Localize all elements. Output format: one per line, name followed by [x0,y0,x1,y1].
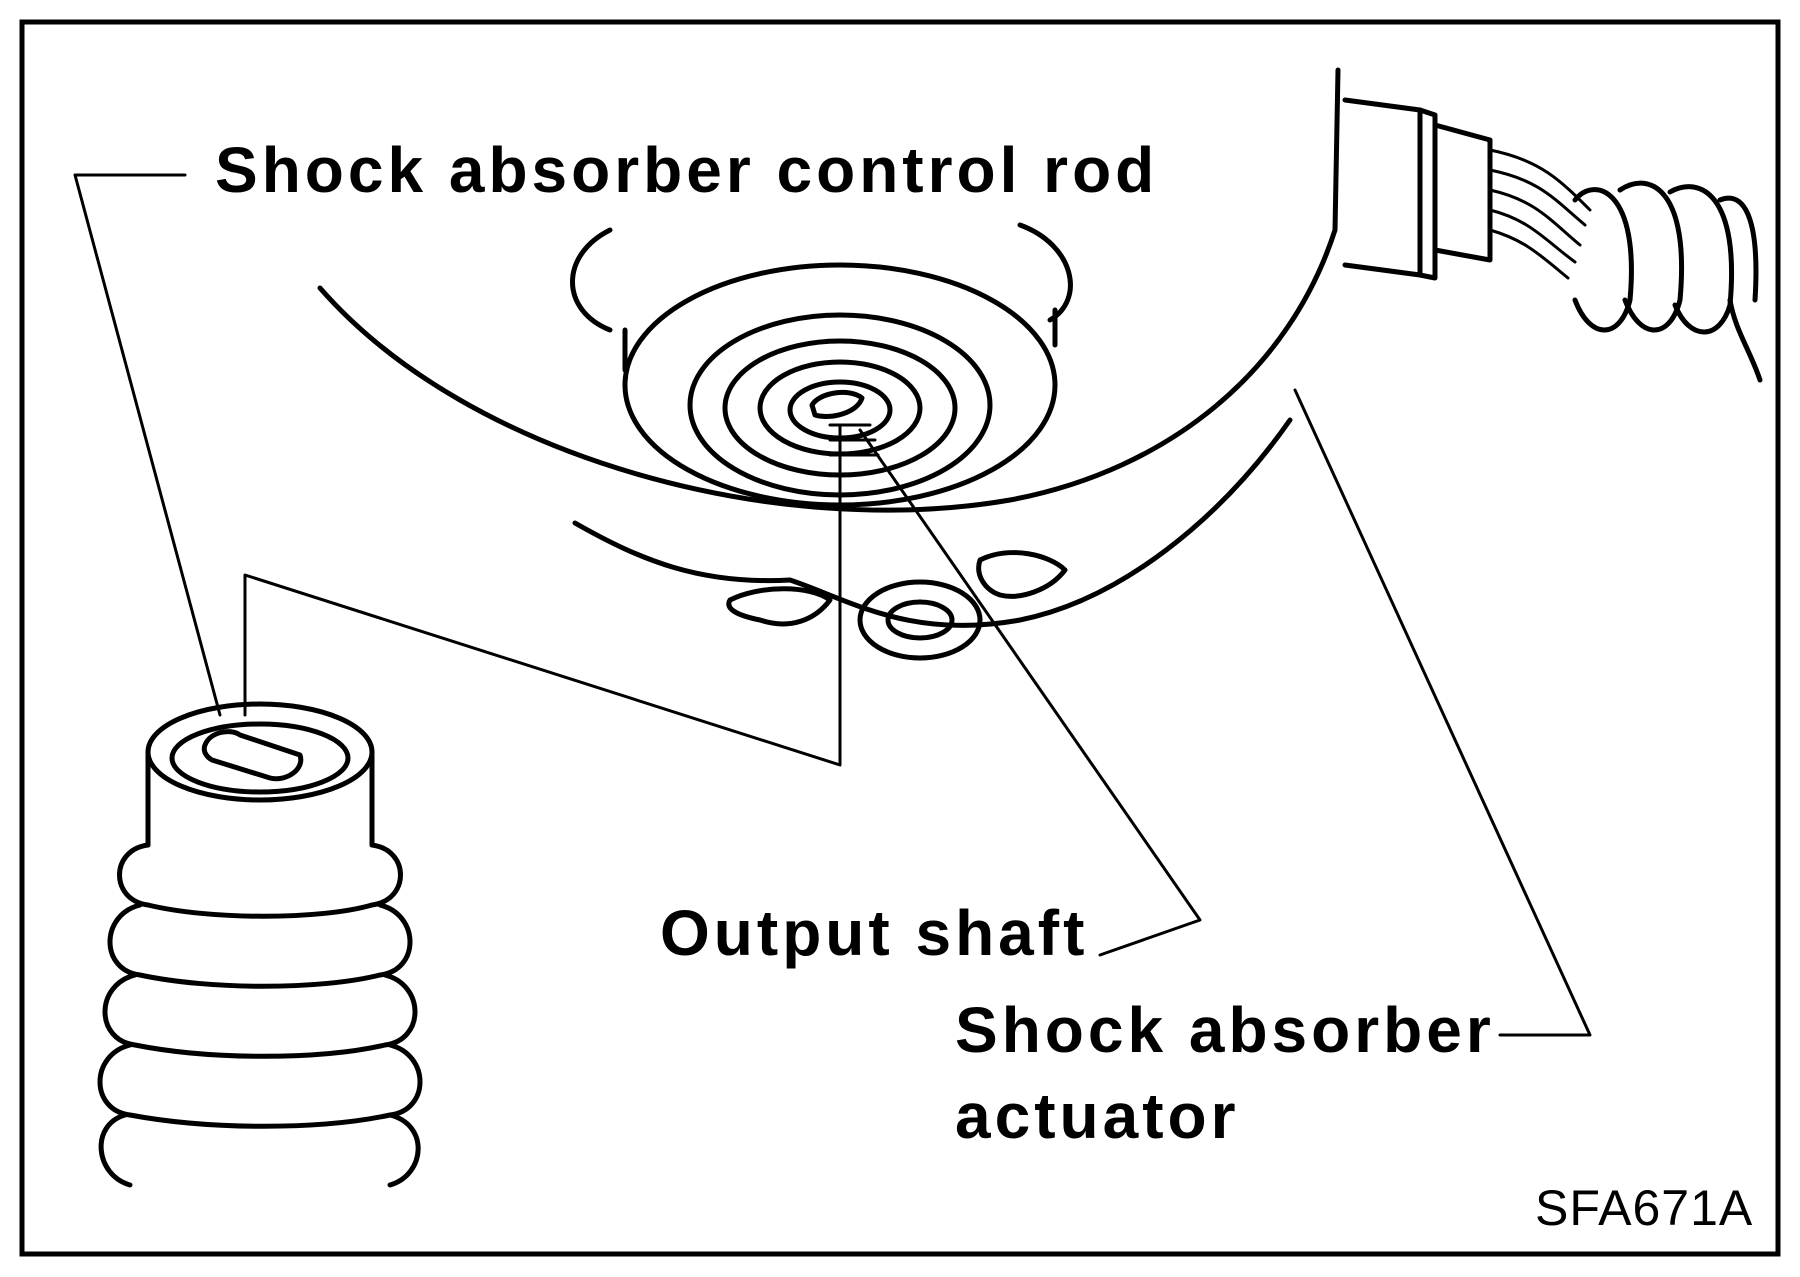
actuator-label-line2: actuator [955,1080,1240,1152]
output-shaft-leader [858,428,1202,957]
shock-absorber-actuator [317,67,1763,661]
leader-lines [73,173,1592,1037]
control-rod-label: Shock absorber control rod [215,134,1158,206]
figure-code: SFA671A [1535,1180,1753,1236]
linkage-leader [243,423,842,767]
output-shaft-label: Output shaft [660,897,1088,969]
control-rod-leader [73,173,222,717]
actuator-leader [1293,388,1592,1037]
figure-frame [19,19,1781,1257]
shock-absorber-control-rod [97,701,423,1188]
actuator-label-line1: Shock absorber [955,994,1495,1066]
